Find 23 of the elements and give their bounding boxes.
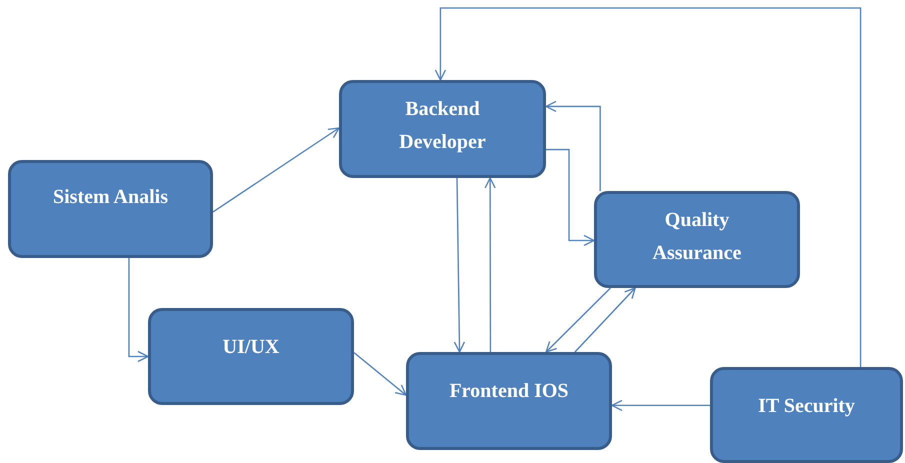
process-box	[8, 160, 213, 258]
arrow	[546, 148, 595, 246]
process-box	[339, 80, 546, 178]
box-label: UI/UX	[222, 335, 280, 360]
arrow	[611, 400, 710, 412]
process-box	[406, 352, 612, 450]
arrow	[128, 258, 149, 362]
box-label: Frontend IOS	[449, 379, 569, 404]
box-label: Quality Assurance	[652, 208, 742, 266]
process-box	[594, 191, 800, 288]
arrow	[434, 7, 862, 367]
arrow	[545, 100, 601, 191]
arrow	[454, 178, 466, 353]
arrow	[484, 177, 496, 352]
arrow	[354, 352, 407, 396]
process-box	[148, 308, 354, 405]
box-label: IT Security	[758, 394, 855, 419]
arrow	[574, 287, 636, 352]
arrow	[212, 127, 340, 212]
arrow	[545, 288, 611, 353]
box-label: Backend Developer	[398, 97, 487, 155]
box-label: Sistem Analis	[52, 185, 168, 210]
process-box	[710, 367, 903, 463]
